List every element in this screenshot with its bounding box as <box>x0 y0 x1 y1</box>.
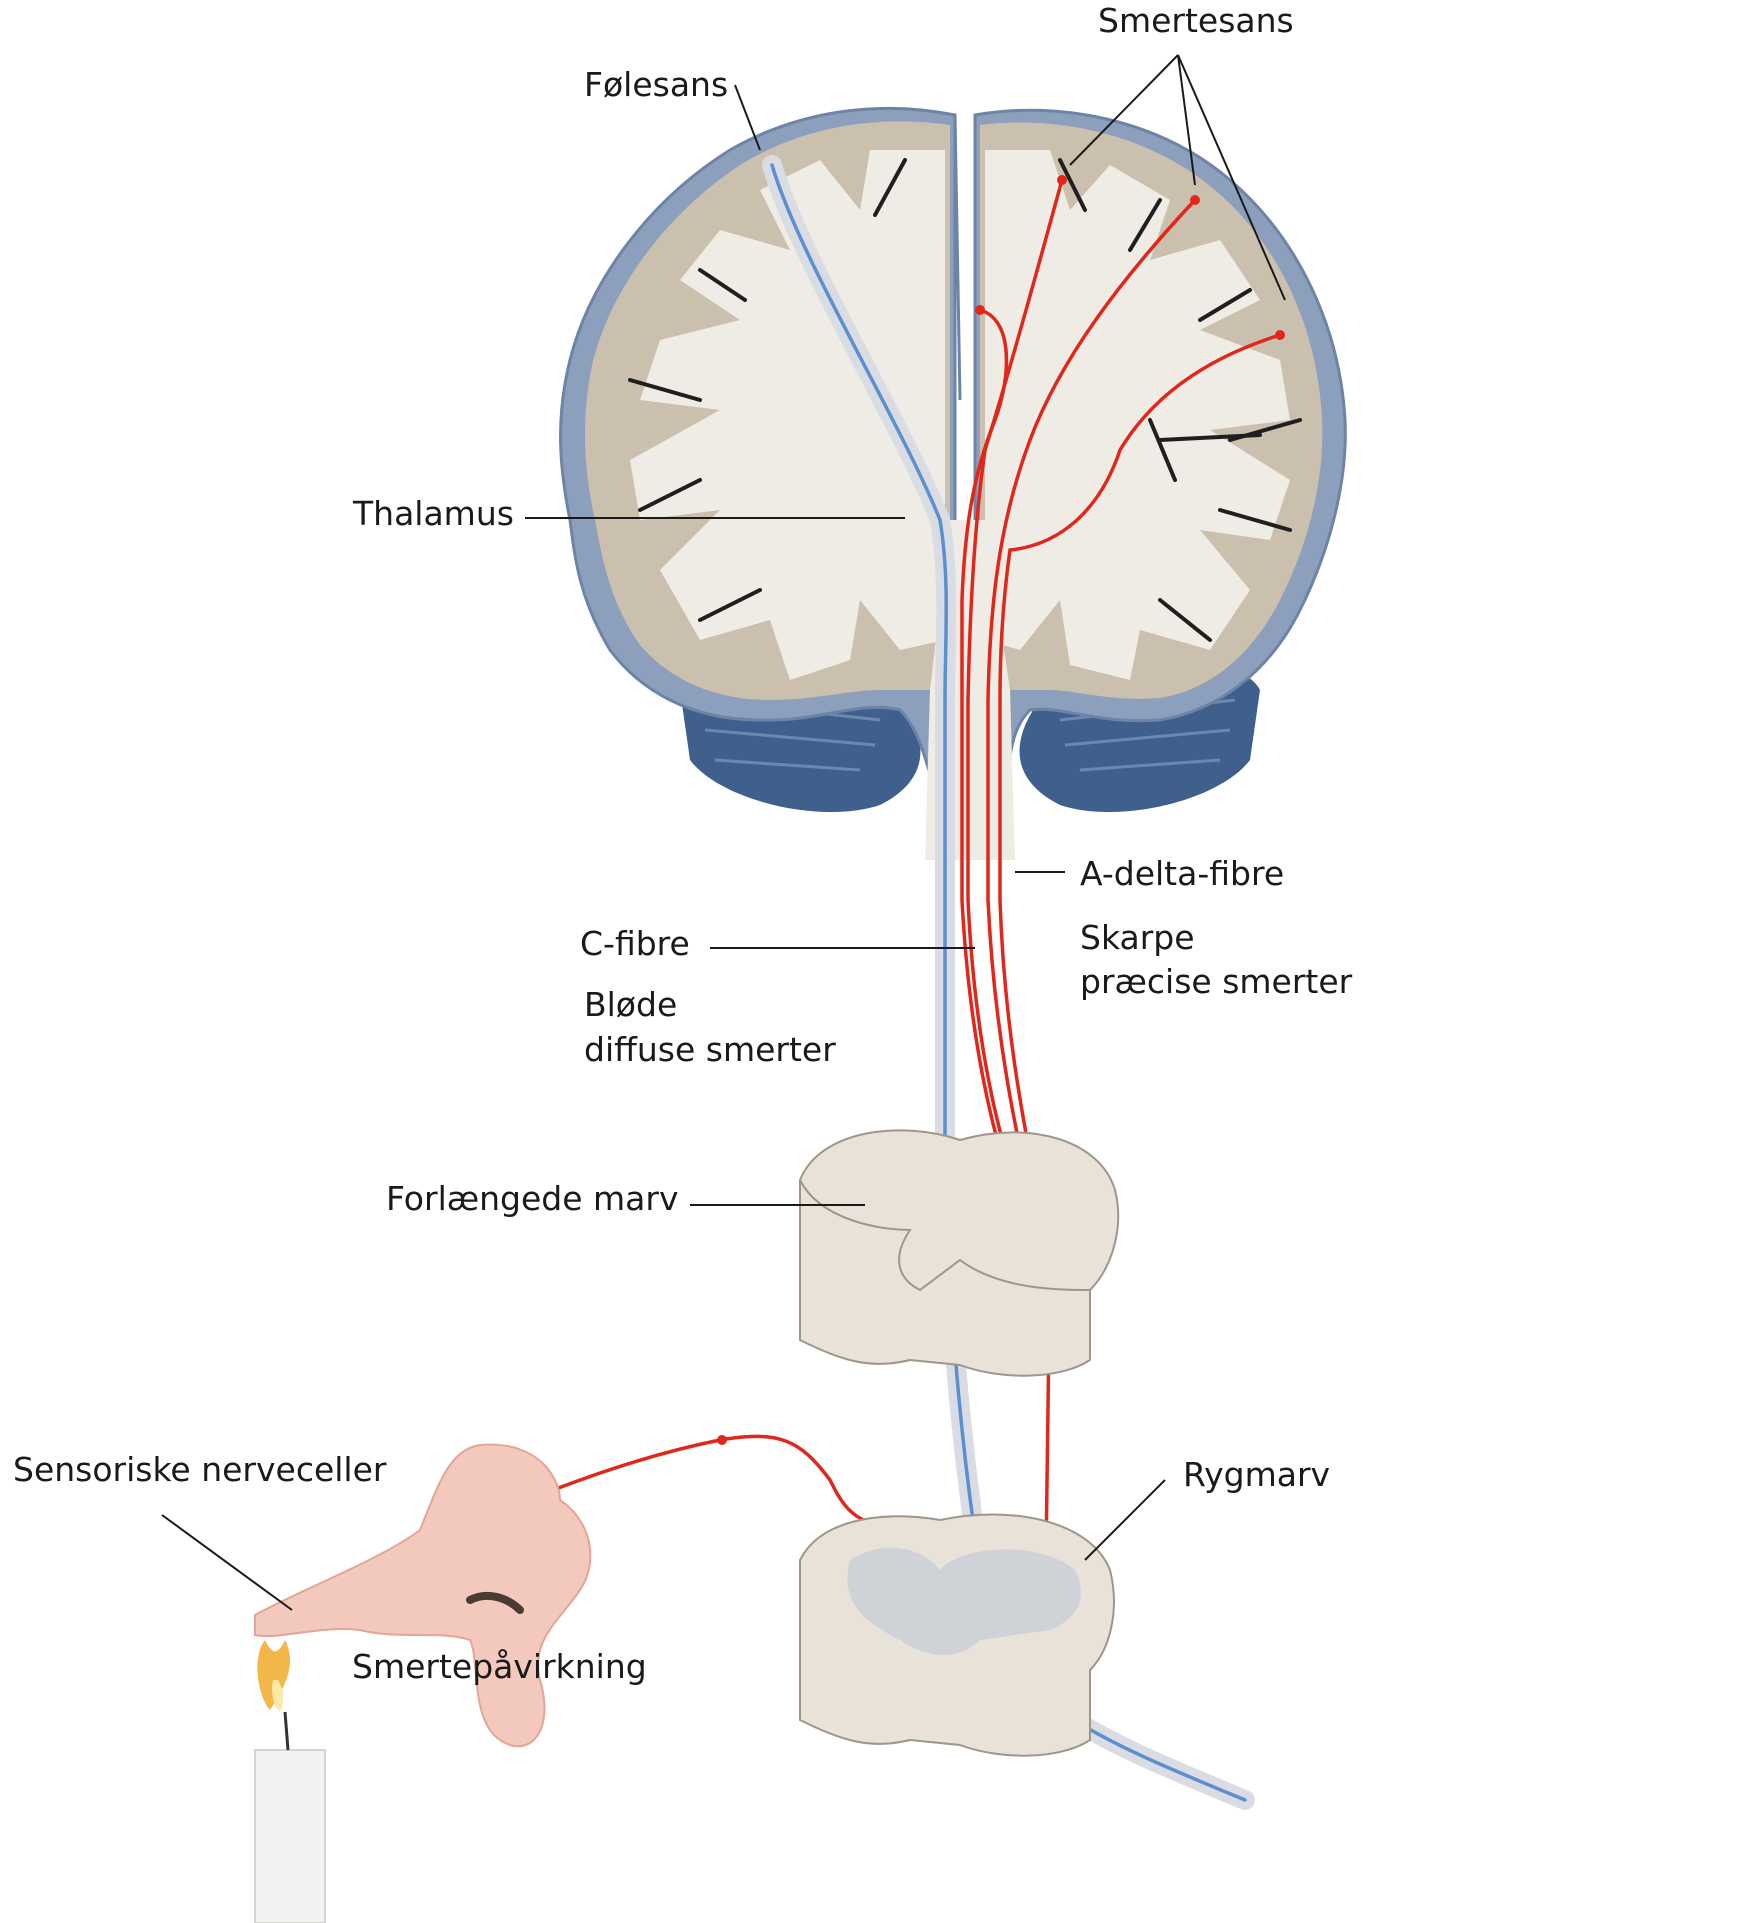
label-rygmarv: Rygmarv <box>1183 1455 1331 1494</box>
label-skarpe: Skarpe <box>1080 918 1195 957</box>
label-folesans: Følesans <box>584 65 729 104</box>
right-white-matter <box>985 150 1290 680</box>
medulla-block <box>799 1129 1120 1377</box>
label-c-fibre: C-fibre <box>580 924 690 963</box>
label-diffuse-smerter: diffuse smerter <box>584 1030 836 1069</box>
spinal-cord-block <box>799 1513 1115 1757</box>
label-praecise-smerter: præcise smerter <box>1080 962 1353 1001</box>
label-a-delta-fibre: A-delta-fibre <box>1080 854 1285 893</box>
label-smertepavirkning: Smertepåvirkning <box>352 1647 647 1686</box>
hand-illustration <box>254 1443 592 1748</box>
label-blode: Bløde <box>584 985 678 1024</box>
label-forlaengede-marv: Forlængede marv <box>386 1179 679 1218</box>
label-sensoriske-nerveceller: Sensoriske nerveceller <box>13 1450 387 1489</box>
leader-lines <box>161 54 1286 1611</box>
label-smertesans: Smertesans <box>1098 1 1294 40</box>
candle-illustration <box>254 1640 326 1923</box>
label-thalamus: Thalamus <box>353 494 514 533</box>
left-white-matter <box>630 150 945 680</box>
